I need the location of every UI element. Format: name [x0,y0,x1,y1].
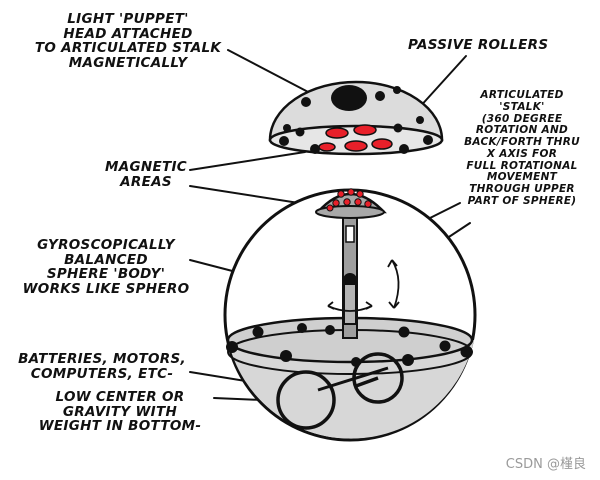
label-line: SPHERE 'BODY' [46,266,166,283]
label-passive-rollers: PASSIVE ROLLERS [408,38,548,53]
label-line: 'STALK' [499,100,545,113]
label-line: THROUGH UPPER [469,183,575,195]
label-line: BALANCED [64,251,148,268]
label-line: GRAVITY WITH [62,403,178,420]
head-magnets [318,124,393,152]
label-line: MAGNETIC [104,159,188,175]
label-line: WORKS LIKE SPHERO [22,280,190,297]
label-line: BACK/FORTH THRU [464,136,580,148]
label-line: TO ARTICULATED STALK [34,40,222,57]
label-line: ROTATION AND [475,124,569,137]
puppet-head [268,80,444,156]
leader-gravity [213,397,263,401]
articulated-stalk [315,188,400,339]
watermark: CSDN @槿良 [505,457,586,472]
label-line: ARTICULATED [480,89,564,101]
label-line: BATTERIES, MOTORS, [18,351,186,367]
label-line: LOW CENTER OR [55,389,185,405]
label-magnetic-areas: MAGNETIC AREAS [96,160,196,189]
label-articulated-stalk: ARTICULATED 'STALK' (360 DEGREE ROTATION… [452,89,592,208]
label-line: GYROSCOPICALLY [37,237,175,253]
label-low-center-gravity: LOW CENTER OR GRAVITY WITH WEIGHT IN BOT… [26,390,214,434]
label-line: X AXIS FOR [486,147,558,160]
label-line: (360 DEGREE [481,112,563,125]
drive-wheels [276,352,404,430]
label-line: PASSIVE ROLLERS [408,37,549,53]
head-eye [331,85,367,111]
label-line: MAGNETICALLY [68,54,188,71]
label-line: HEAD ATTACHED [63,25,193,42]
leader-head [227,49,313,95]
label-line: AREAS [120,173,172,190]
rotation-arrows [327,259,400,312]
label-puppet-head: LIGHT 'PUPPET' HEAD ATTACHED TO ARTICULA… [28,12,228,70]
leader-magnetic-head [189,151,306,171]
label-line: WEIGHT IN BOTTOM- [38,418,202,435]
label-gyroscopic-body: GYROSCOPICALLY BALANCED SPHERE 'BODY' WO… [8,238,204,296]
label-line: COMPUTERS, ETC- [30,365,174,382]
stalk-magnets [326,188,372,212]
label-line: MOVEMENT [486,171,558,184]
label-line: FULL ROTATIONAL [466,159,578,172]
label-line: PART OF SPHERE) [467,194,577,207]
head-rollers [279,123,433,154]
label-line: LIGHT 'PUPPET' [67,11,189,27]
label-batteries: BATTERIES, MOTORS, COMPUTERS, ETC- [6,352,198,381]
internal-rollers [226,323,472,367]
